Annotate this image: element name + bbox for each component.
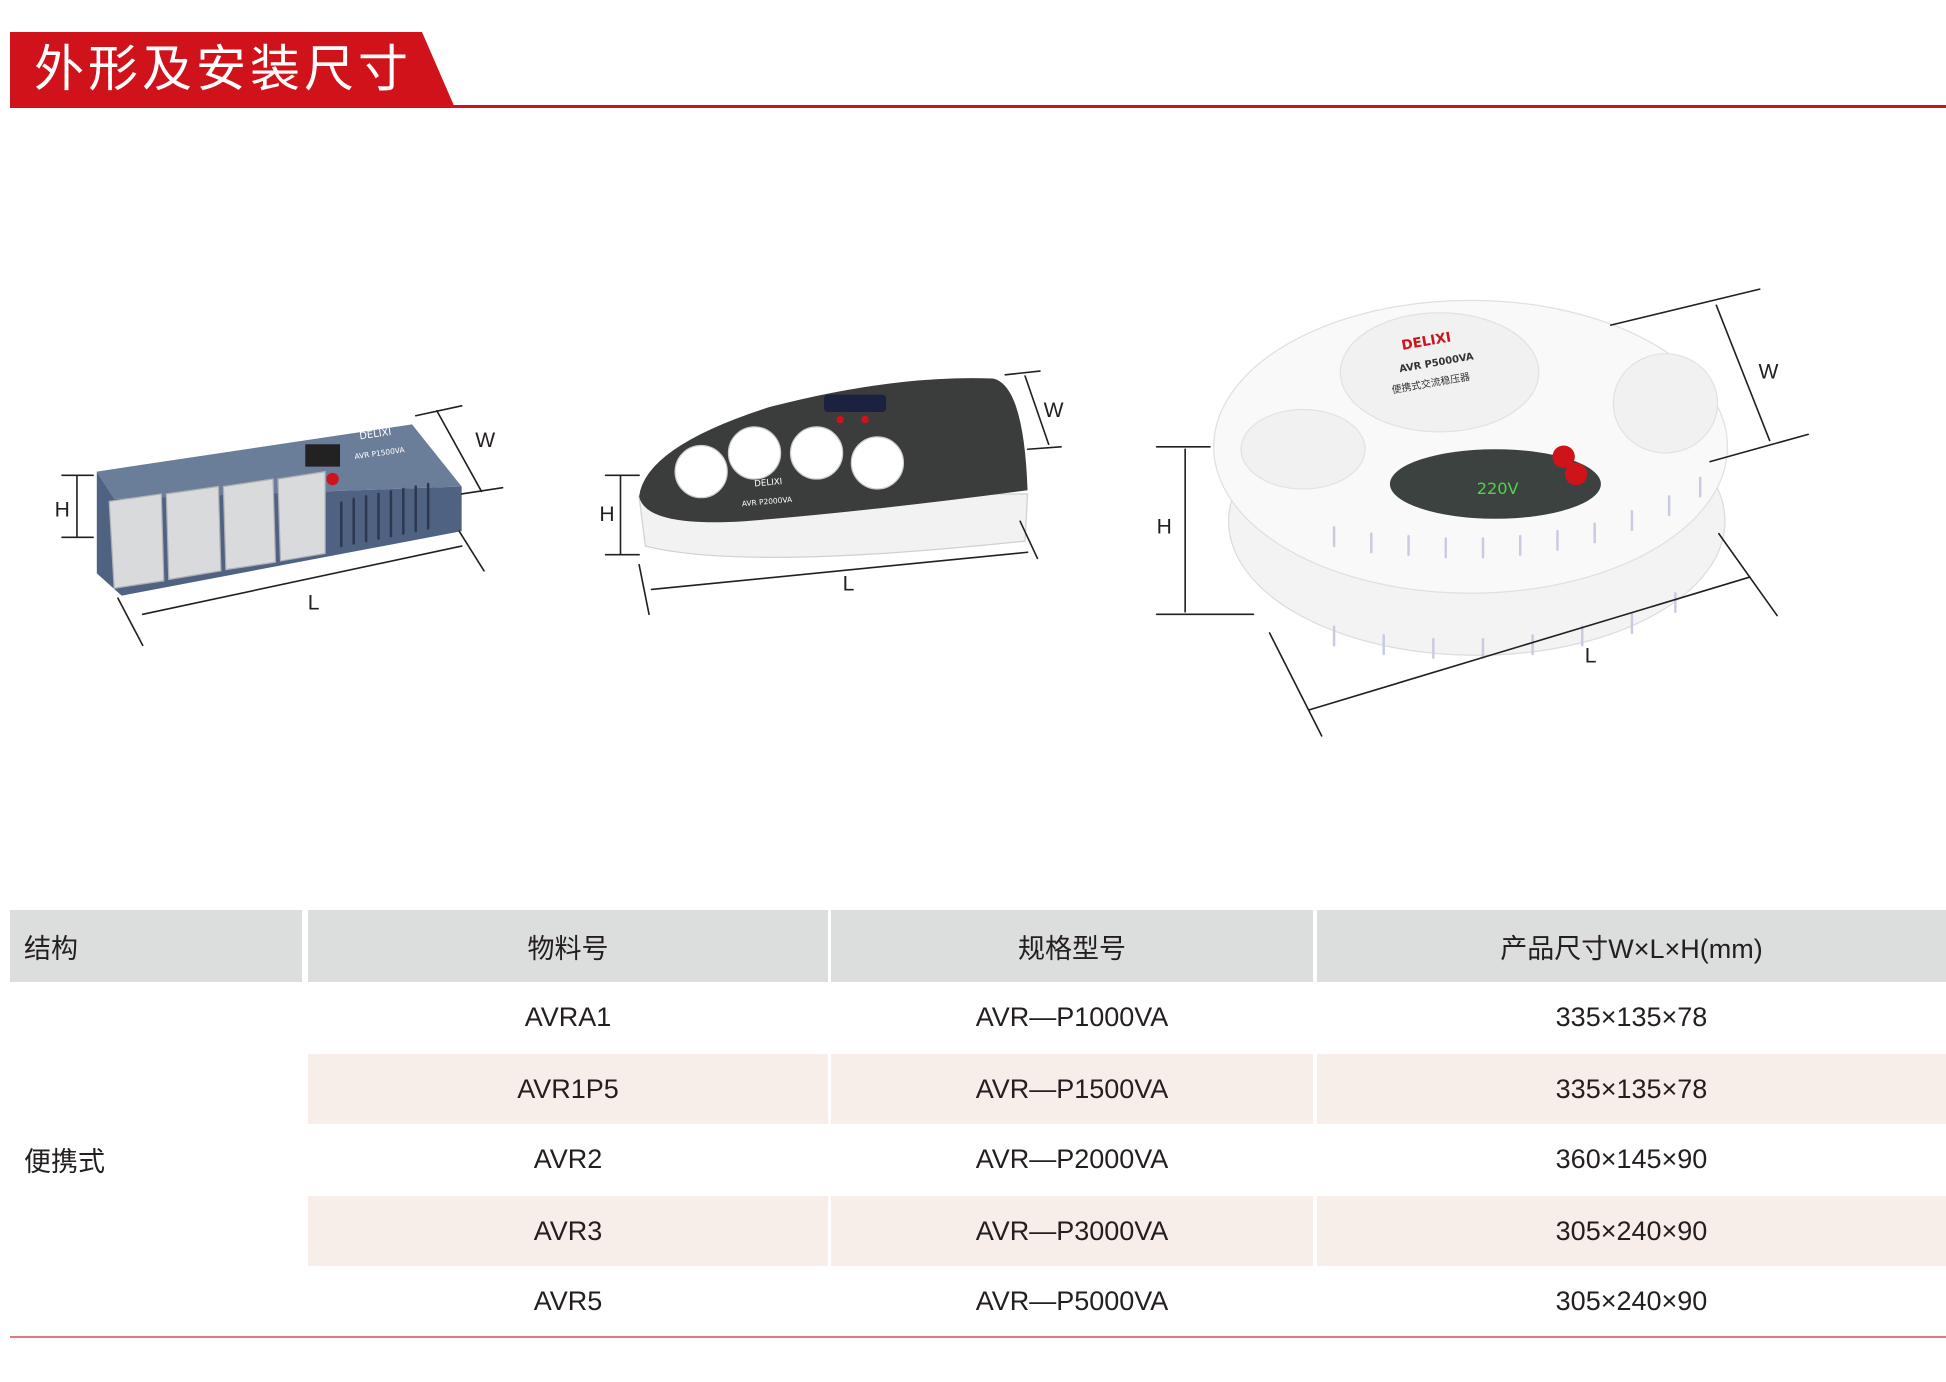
width-label: W xyxy=(475,429,495,452)
product-avr-p2000va-image: DELIXI AVR P2000VA H W L xyxy=(599,370,1064,616)
section-title: 外形及安装尺寸 xyxy=(34,40,412,98)
title-rule xyxy=(440,105,1946,108)
table-cell-material: AVRA1 xyxy=(524,1002,612,1032)
dimension-lines xyxy=(61,405,504,647)
width-label: W xyxy=(1044,399,1064,422)
header-size: 产品尺寸W×L×H(mm) xyxy=(1317,910,1946,982)
device-brand: DELIXI xyxy=(359,427,392,442)
table-cell-material: AVR5 xyxy=(533,1286,603,1316)
width-label: W xyxy=(1758,361,1778,384)
table-cell-size: 335×135×78 xyxy=(1555,1002,1708,1032)
table-cell-size: 305×240×90 xyxy=(1555,1286,1708,1316)
length-label: L xyxy=(1585,645,1597,668)
structure-group-label: 便携式 xyxy=(24,1147,105,1177)
height-label: H xyxy=(1157,516,1172,539)
header-structure: 结构 xyxy=(10,910,302,982)
device-model: AVR P2000VA xyxy=(742,495,794,508)
table-cell-size: 305×240×90 xyxy=(1317,1196,1946,1266)
product-avr-p1500va-image: DELIXI AVR P1500VA H W L xyxy=(55,405,504,647)
table-cell-model: AVR—P1500VA xyxy=(831,1054,1313,1124)
section-title-banner: 外形及安装尺寸 xyxy=(10,32,455,108)
device-display: 220V xyxy=(1477,479,1519,498)
table-cell-material: AVR3 xyxy=(308,1196,828,1266)
header-material-number: 物料号 xyxy=(308,910,828,982)
height-label: H xyxy=(55,498,70,521)
table-cell-model: AVR—P5000VA xyxy=(975,1286,1169,1316)
height-label: H xyxy=(599,503,614,526)
table-cell-material: AVR1P5 xyxy=(308,1054,828,1124)
table-cell-material: AVR2 xyxy=(533,1144,603,1174)
table-cell-size: 360×145×90 xyxy=(1555,1144,1708,1174)
table-cell-model: AVR—P3000VA xyxy=(831,1196,1313,1266)
product-avr-p5000va-image: DELIXI AVR P5000VA 便携式交流稳压器 220V H W L xyxy=(1155,288,1809,737)
dimension-lines xyxy=(1155,288,1809,737)
header-model: 规格型号 xyxy=(831,910,1313,982)
dimension-lines xyxy=(604,370,1062,616)
length-label: L xyxy=(843,573,855,596)
device-brand: DELIXI xyxy=(754,477,783,489)
table-bottom-rule xyxy=(10,1336,1946,1338)
table-cell-model: AVR—P2000VA xyxy=(975,1144,1169,1174)
length-label: L xyxy=(308,591,320,614)
table-cell-model: AVR—P1000VA xyxy=(975,1002,1169,1032)
table-cell-size: 335×135×78 xyxy=(1317,1054,1946,1124)
